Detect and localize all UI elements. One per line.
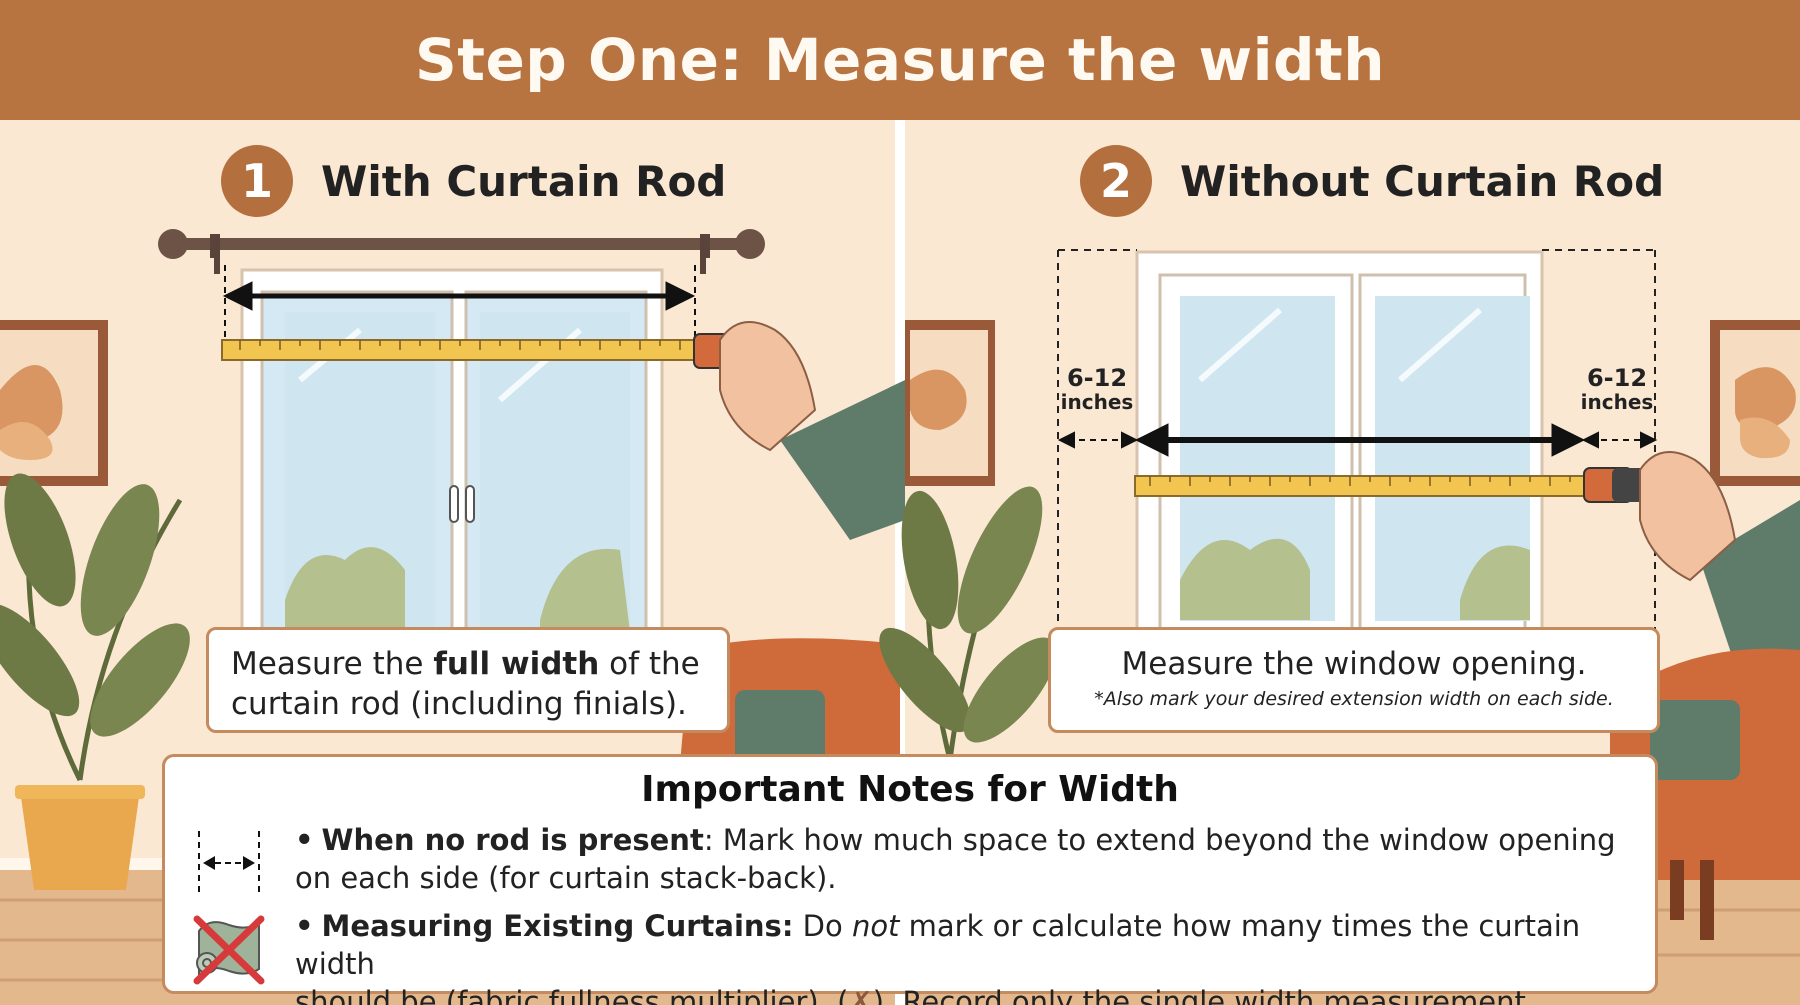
extension-arrows — [1057, 431, 1658, 449]
page-title: Step One: Measure the width — [414, 26, 1386, 94]
arm-right — [1639, 451, 1800, 680]
caption-line-2: curtain rod (including finials). — [231, 686, 687, 722]
header-bar: Step One: Measure the width — [0, 0, 1800, 120]
extension-outline — [1057, 249, 1656, 632]
crossed-multiplier-icon: ✗ — [848, 985, 873, 1005]
panel-2-caption: Measure the window opening. *Also mark y… — [1048, 627, 1660, 733]
step-number-badge: 1 — [221, 145, 293, 217]
armchair-left — [680, 638, 900, 770]
note-item: •Measuring Existing Curtains: Do not mar… — [165, 907, 1655, 1005]
caption-line-1: Measure the window opening. — [1121, 646, 1587, 682]
wall-art-left — [0, 320, 108, 486]
panel-2-title: Without Curtain Rod — [1180, 156, 1665, 206]
step-number-badge: 2 — [1080, 145, 1152, 217]
caption-footnote: *Also mark your desired extension width … — [1094, 688, 1614, 710]
curtain-rod — [158, 229, 765, 274]
plant-left — [0, 473, 190, 890]
caption-line-1: Measure the full width of the — [231, 646, 700, 682]
panel-1-heading: 1 With Curtain Rod — [221, 145, 726, 217]
wall-art-mid — [905, 320, 995, 486]
plant-right — [879, 486, 1057, 761]
extension-value: 6-12 — [1066, 364, 1128, 392]
opening-width-arrow — [1134, 423, 1586, 457]
arm-left — [719, 321, 905, 540]
window-left — [240, 268, 664, 642]
extension-unit: inches — [1580, 390, 1654, 414]
note-text: •Measuring Existing Curtains: Do not mar… — [295, 907, 1645, 1005]
extension-unit: inches — [1060, 390, 1134, 414]
notes-title: Important Notes for Width — [641, 769, 1179, 810]
important-notes-box: Important Notes for Width •When no rod i… — [162, 754, 1658, 1005]
extension-label-left: 6-12 inches — [1052, 366, 1142, 414]
rod-width-arrow — [222, 265, 696, 340]
extension-value: 6-12 — [1586, 364, 1648, 392]
extension-arrows-icon — [198, 831, 260, 895]
extension-label-right: 6-12 inches — [1572, 366, 1662, 414]
note-item: •When no rod is present: Mark how much s… — [165, 821, 1655, 911]
no-fabric-icon — [193, 915, 265, 985]
wall-art-right — [1710, 320, 1800, 486]
panel-2-heading: 2 Without Curtain Rod — [1080, 145, 1664, 217]
panel-1-title: With Curtain Rod — [321, 156, 727, 206]
tape-measure-right — [1134, 467, 1648, 503]
panel-1-caption: Measure the full width of the curtain ro… — [206, 627, 730, 733]
note-text: •When no rod is present: Mark how much s… — [295, 823, 1616, 895]
